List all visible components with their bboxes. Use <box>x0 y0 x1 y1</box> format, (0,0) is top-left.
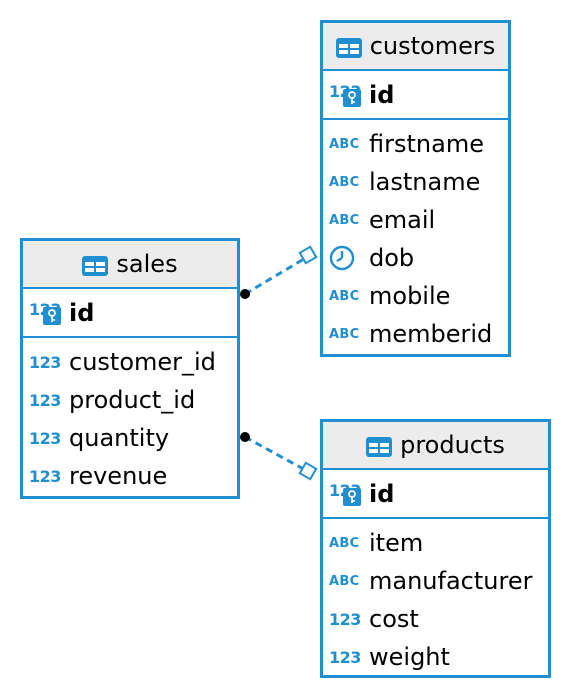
text-type-icon: ABC <box>329 212 360 228</box>
column-name: dob <box>369 244 415 272</box>
many-end-dot <box>240 289 250 299</box>
clock-icon <box>329 245 365 271</box>
primary-key-row[interactable]: 123 id <box>23 289 237 338</box>
numeric-key-icon: 123 <box>29 298 65 328</box>
column-row[interactable]: ABC mobile <box>323 277 508 315</box>
column-name: id <box>69 298 95 327</box>
column-name: customer_id <box>69 348 216 376</box>
column-name: product_id <box>69 386 196 414</box>
table-icon <box>82 254 109 276</box>
numeric-type-icon: 123 <box>29 352 61 372</box>
entity-header: products <box>323 422 548 470</box>
one-end-diamond <box>298 245 318 265</box>
column-name: memberid <box>369 320 493 348</box>
text-type-icon: ABC <box>329 326 360 342</box>
text-type-icon: ABC <box>329 136 360 152</box>
entity-title: products <box>400 431 505 459</box>
one-end-diamond <box>298 461 318 481</box>
column-name: email <box>369 206 436 234</box>
column-row[interactable]: 123 customer_id <box>23 343 237 381</box>
entity-title: customers <box>369 32 496 60</box>
column-row[interactable]: ABC lastname <box>323 163 508 201</box>
column-row[interactable]: ABC item <box>323 524 548 562</box>
relation-sales-products[interactable] <box>240 432 318 481</box>
column-name: lastname <box>369 168 481 196</box>
column-name: manufacturer <box>369 567 533 595</box>
column-row[interactable]: 123 product_id <box>23 381 237 419</box>
column-name: id <box>369 479 395 508</box>
text-type-icon: ABC <box>329 174 360 190</box>
table-icon <box>366 435 393 457</box>
entity-header: sales <box>23 241 237 289</box>
entity-sales[interactable]: sales 123 id 123 customer_id 123 product… <box>20 238 240 499</box>
column-row[interactable]: 123 quantity <box>23 419 237 457</box>
numeric-type-icon: 123 <box>29 390 61 410</box>
column-name: quantity <box>69 424 170 452</box>
column-row[interactable]: dob <box>323 239 508 277</box>
relation-sales-customers[interactable] <box>240 245 318 299</box>
numeric-type-icon: 123 <box>29 428 61 448</box>
column-name: item <box>369 529 424 557</box>
text-type-icon: ABC <box>329 288 360 304</box>
many-end-dot <box>240 432 250 442</box>
column-name: weight <box>369 643 450 671</box>
numeric-key-icon: 123 <box>329 80 365 110</box>
numeric-key-icon: 123 <box>329 479 365 509</box>
column-row[interactable]: 123 weight <box>323 638 548 676</box>
entity-header: customers <box>323 23 508 71</box>
column-name: mobile <box>369 282 451 310</box>
column-row[interactable]: ABC memberid <box>323 315 508 353</box>
entity-customers[interactable]: customers 123 id ABC firstname ABC lastn… <box>320 20 511 357</box>
column-row[interactable]: ABC email <box>323 201 508 239</box>
text-type-icon: ABC <box>329 535 360 551</box>
entity-title: sales <box>116 250 178 278</box>
primary-key-row[interactable]: 123 id <box>323 470 548 519</box>
numeric-type-icon: 123 <box>29 466 61 486</box>
column-name: cost <box>369 605 419 633</box>
table-icon <box>335 36 362 58</box>
column-name: firstname <box>369 130 484 158</box>
numeric-type-icon: 123 <box>329 647 361 667</box>
entity-products[interactable]: products 123 id ABC item ABC manufacture… <box>320 419 551 678</box>
column-row[interactable]: 123 cost <box>323 600 548 638</box>
numeric-type-icon: 123 <box>329 609 361 629</box>
primary-key-row[interactable]: 123 id <box>323 71 508 120</box>
column-name: revenue <box>69 462 168 490</box>
column-row[interactable]: ABC firstname <box>323 125 508 163</box>
column-row[interactable]: 123 revenue <box>23 457 237 495</box>
column-name: id <box>369 80 395 109</box>
text-type-icon: ABC <box>329 573 360 589</box>
column-row[interactable]: ABC manufacturer <box>323 562 548 600</box>
